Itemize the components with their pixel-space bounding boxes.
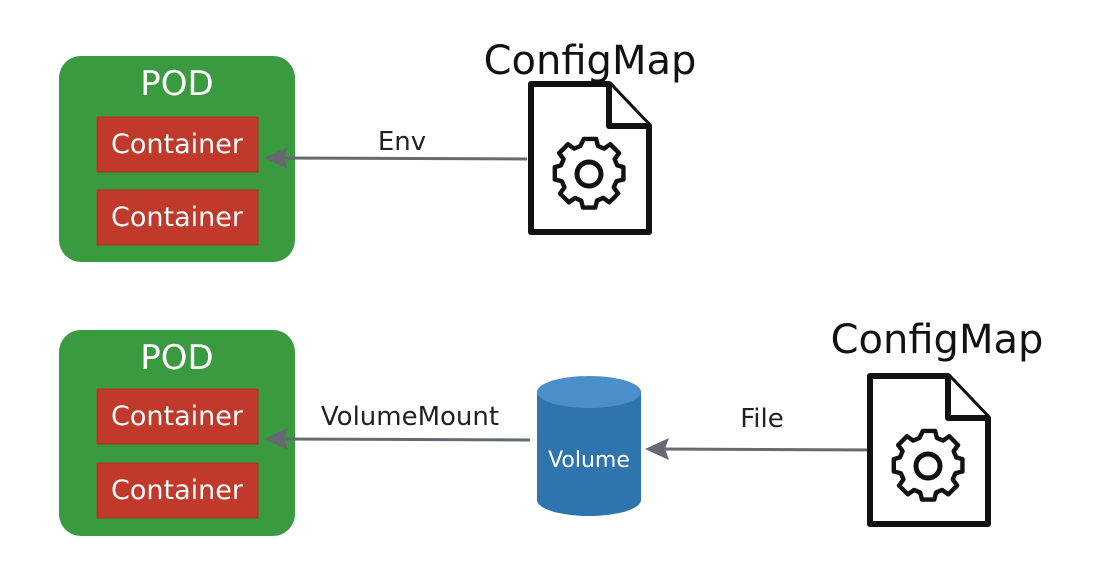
- volume-cylinder: Volume: [537, 376, 641, 516]
- arrow-head-icon: [264, 147, 288, 169]
- top-configmap: ConfigMap: [484, 38, 697, 232]
- configmap-title: ConfigMap: [484, 38, 697, 84]
- file-arrow: File: [645, 404, 877, 460]
- file-label: File: [740, 404, 784, 434]
- arrow-line: [281, 156, 528, 161]
- container-box: Container: [96, 462, 259, 519]
- env-label: Env: [378, 127, 426, 157]
- arrow-line: [281, 437, 531, 442]
- bottom-pod: POD Container Container: [59, 330, 295, 536]
- container-label: Container: [111, 475, 244, 506]
- volumemount-label: VolumeMount: [321, 402, 499, 432]
- container-box: Container: [96, 189, 259, 246]
- container-rect: [96, 388, 259, 445]
- container-box: Container: [96, 116, 259, 173]
- container-rect: [96, 116, 259, 173]
- arrow-head-icon: [645, 438, 669, 460]
- top-pod: POD Container Container: [59, 56, 295, 262]
- arrow-head-icon: [264, 428, 288, 450]
- arrow-line: [661, 447, 877, 452]
- bottom-configmap: ConfigMap: [831, 317, 1044, 524]
- volume-label: Volume: [548, 448, 630, 473]
- cylinder-top: [537, 376, 641, 408]
- container-rect: [96, 189, 259, 246]
- container-box: Container: [96, 388, 259, 445]
- container-rect: [96, 462, 259, 519]
- cylinder-body: [537, 392, 641, 516]
- pod-label: POD: [140, 338, 213, 378]
- gear-document-icon: [870, 376, 988, 524]
- container-label: Container: [111, 129, 244, 160]
- container-label: Container: [111, 401, 244, 432]
- env-arrow: Env: [264, 127, 528, 169]
- volumemount-arrow: VolumeMount: [264, 402, 531, 450]
- container-label: Container: [111, 202, 244, 233]
- pod-label: POD: [140, 64, 213, 104]
- gear-document-icon: [531, 84, 649, 232]
- configmap-title: ConfigMap: [831, 317, 1044, 363]
